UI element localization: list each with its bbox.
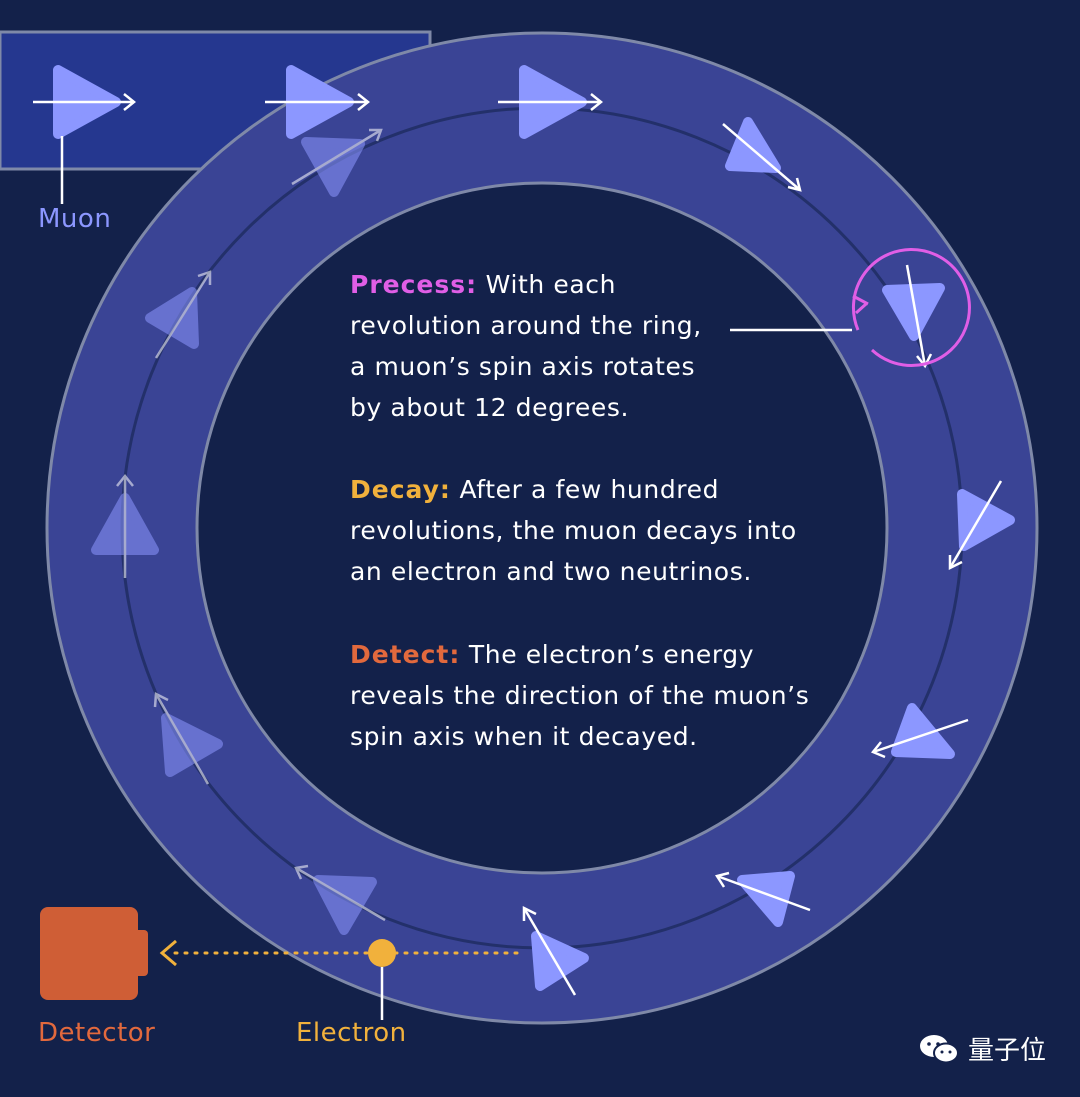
decay-line-1: After a few hundred xyxy=(450,475,720,504)
ring-outer-border xyxy=(45,31,1039,1025)
electron-dot xyxy=(368,939,396,967)
electron-label: Electron xyxy=(296,1018,407,1048)
precess-line-1: With each xyxy=(477,270,617,299)
decay-line-2: revolutions, the muon decays into xyxy=(350,516,797,545)
precess-line-4: by about 12 degrees. xyxy=(350,393,630,422)
muon-ring-right-precess xyxy=(882,264,945,369)
muon-ring-lower-right xyxy=(870,703,969,759)
muon-ring-right xyxy=(948,480,1015,571)
muon-beam-1 xyxy=(33,65,137,139)
precess-keyword: Precess: xyxy=(350,270,478,299)
muon-ring-faded-left xyxy=(91,473,159,578)
muon-label: Muon xyxy=(38,204,112,234)
decay-line-3: an electron and two neutrinos. xyxy=(350,557,752,586)
muon-beam-2 xyxy=(265,65,371,139)
muon-ring-faded-bottom-left xyxy=(294,864,386,935)
muon-ring-faded-group xyxy=(91,128,386,935)
muon-ring-faded-lower-left xyxy=(153,692,223,785)
muon-ring-faded-upper-left xyxy=(145,270,212,359)
muon-ring-top-right xyxy=(722,117,802,192)
detect-line-2: reveals the direction of the muon’s xyxy=(350,681,810,710)
ring-inner-border xyxy=(195,181,889,875)
detector-label: Detector xyxy=(38,1018,156,1048)
detect-line-3: spin axis when it decayed. xyxy=(350,722,698,751)
watermark: 量子位 xyxy=(918,1030,1046,1067)
muon-ring-bottom xyxy=(522,905,589,996)
watermark-text: 量子位 xyxy=(968,1036,1047,1066)
decay-keyword: Decay: xyxy=(350,475,451,504)
precess-line-2: revolution around the ring, xyxy=(350,311,702,340)
muon-ring-faded-top xyxy=(291,128,383,197)
wechat-icon xyxy=(920,1034,959,1063)
detect-keyword: Detect: xyxy=(350,640,461,669)
muon-beam-3 xyxy=(498,65,604,139)
muon-ring-bottom-right xyxy=(715,871,811,927)
precess-text-block: Precess: With each revolution around the… xyxy=(350,264,702,428)
detect-text-block: Detect: The electron’s energy reveals th… xyxy=(350,634,809,757)
electron-path-arrowhead xyxy=(159,939,177,967)
detector-icon xyxy=(40,907,148,1000)
precess-line-3: a muon’s spin axis rotates xyxy=(350,352,696,381)
precess-loop-icon xyxy=(851,247,971,367)
detect-line-1: The electron’s energy xyxy=(460,640,755,669)
decay-text-block: Decay: After a few hundred revolutions, … xyxy=(350,469,797,592)
